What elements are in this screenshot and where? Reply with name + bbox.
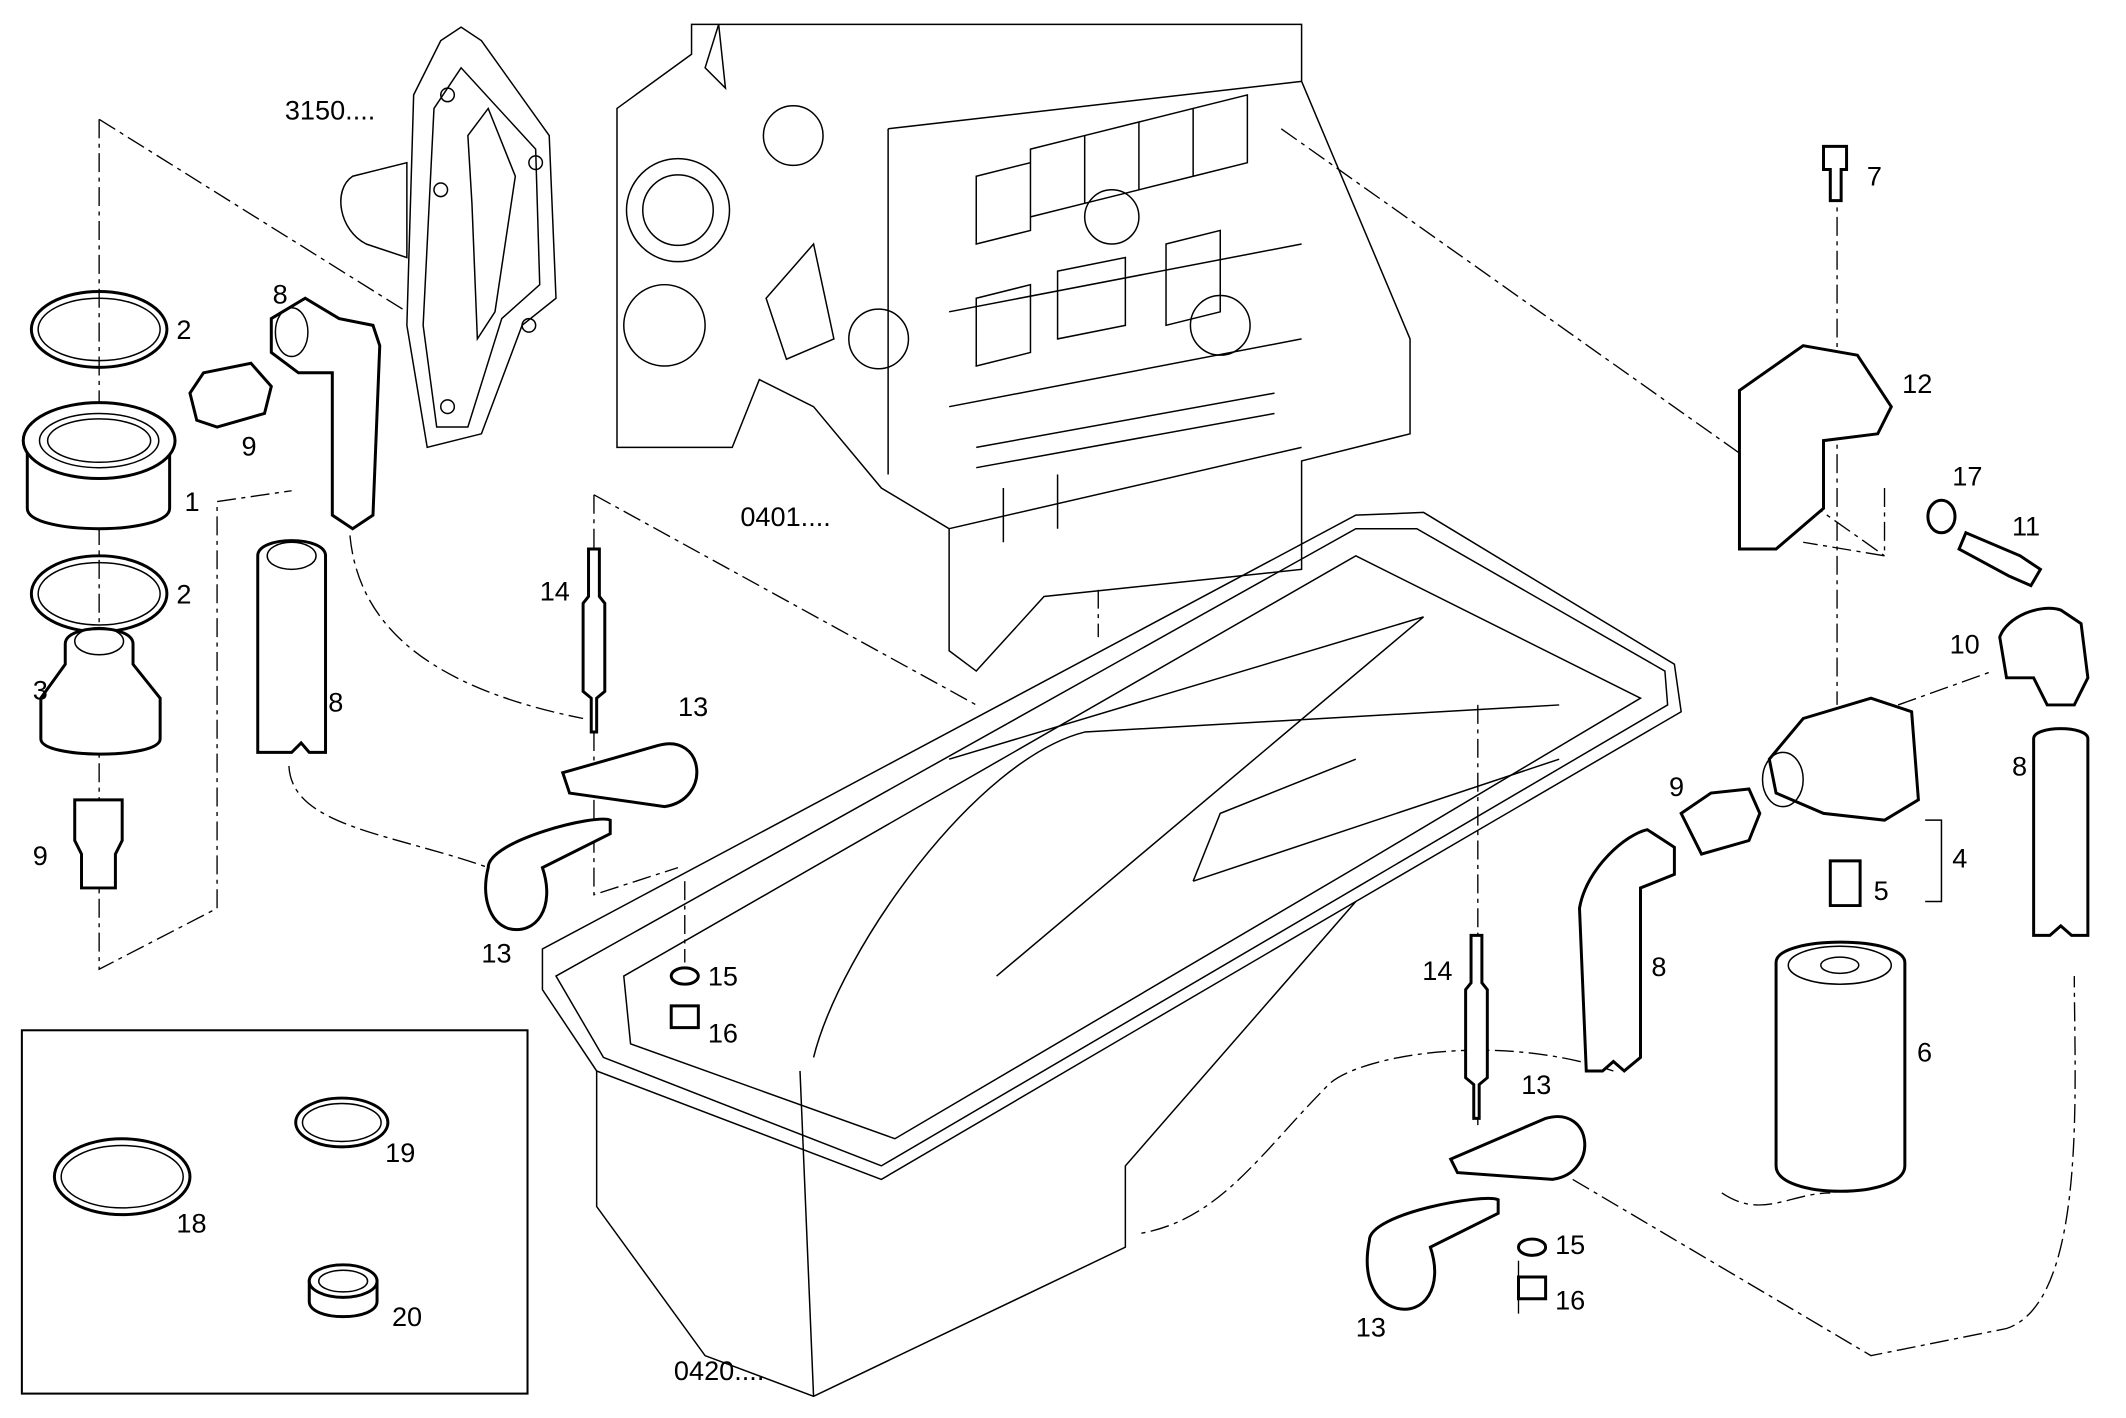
callout: 17 (1952, 460, 1982, 491)
callout: 16 (708, 1017, 738, 1048)
callout: 13 (1356, 1312, 1386, 1343)
oil-pan (541, 511, 1682, 1398)
reference-labels: 3150.... 0401.... 0420.... (285, 94, 831, 1386)
callout: 9 (1669, 771, 1684, 802)
callout: 9 (33, 840, 48, 871)
callout: 12 (1902, 368, 1932, 399)
oil-cooler-parts-left (21, 289, 382, 890)
callout: 20 (392, 1301, 422, 1332)
callout: 11 (2012, 510, 2040, 541)
oil-filter-parts-right (1578, 144, 2090, 1193)
timing-cover (340, 26, 557, 449)
callout: 14 (1422, 955, 1452, 986)
callout: 18 (176, 1207, 206, 1238)
callout: 14 (540, 576, 570, 607)
callout: 16 (1555, 1285, 1585, 1316)
callout: 13 (678, 691, 708, 722)
inset-box (20, 1029, 529, 1395)
callout: 8 (1651, 951, 1666, 982)
engine-block (616, 23, 1411, 673)
callout: 1 (185, 486, 200, 517)
callout: 15 (1555, 1229, 1585, 1260)
callout: 8 (2012, 750, 2027, 781)
callout: 13 (1521, 1069, 1551, 1100)
callout: 15 (708, 961, 738, 992)
callout-labels: 2 1 2 3 9 8 9 8 14 13 13 15 16 7 12 17 1… (33, 161, 2040, 1343)
callout: 5 (1874, 875, 1889, 906)
callout: 4 (1952, 843, 1967, 874)
ref-3150: 3150.... (285, 94, 375, 125)
callout: 2 (176, 578, 191, 609)
callout: 2 (176, 314, 191, 345)
callout: 9 (241, 430, 256, 461)
callout: 3 (33, 675, 48, 706)
ref-0420: 0420.... (674, 1355, 764, 1386)
callout: 10 (1950, 628, 1980, 659)
callout: 8 (328, 687, 343, 718)
callout: 13 (481, 938, 511, 969)
callout: 8 (273, 279, 288, 310)
callout: 19 (385, 1137, 415, 1168)
callout: 6 (1917, 1036, 1932, 1067)
studs-clamps (484, 547, 1587, 1311)
ref-0401: 0401.... (740, 501, 830, 532)
callout: 7 (1867, 161, 1882, 192)
